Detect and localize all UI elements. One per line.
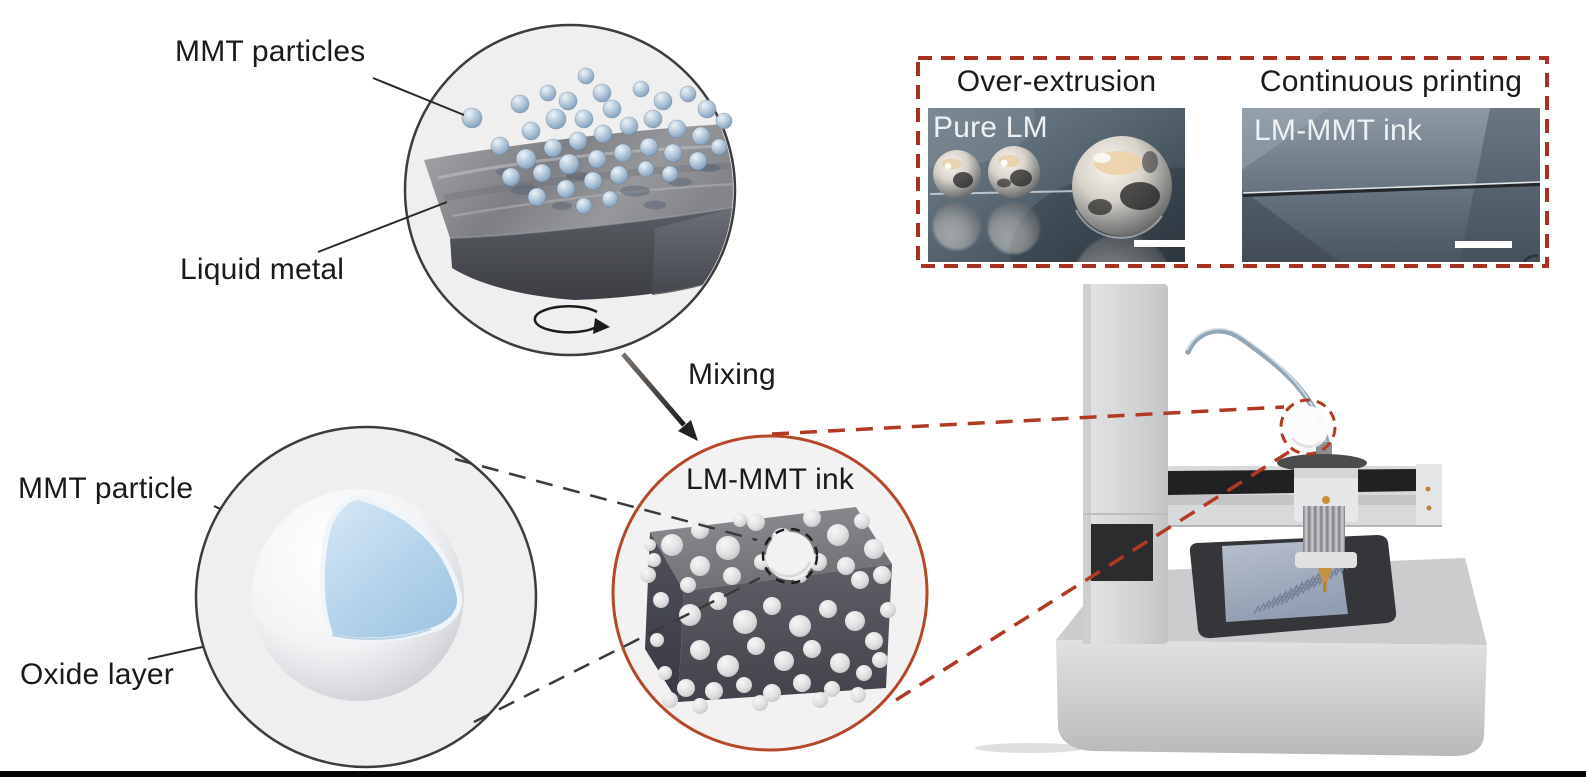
printer-column bbox=[1083, 284, 1168, 644]
particles-leader-line bbox=[372, 77, 465, 116]
mixing-arrow-icon bbox=[621, 352, 698, 441]
red-dashed-lines bbox=[771, 405, 1290, 702]
dispersed-mmt-blobs bbox=[640, 509, 896, 714]
ink-circle bbox=[611, 434, 929, 752]
ink-block bbox=[640, 507, 896, 714]
syringe bbox=[1303, 506, 1345, 556]
liquid-metal-label: Liquid metal bbox=[180, 253, 345, 286]
oxide-layer-label: Oxide layer bbox=[20, 658, 174, 691]
continuous-printing-title: Continuous printing bbox=[1259, 65, 1523, 98]
rotation-arrow-icon bbox=[533, 305, 610, 334]
ink-reservoir bbox=[1287, 406, 1329, 448]
lm-droplets bbox=[933, 136, 1172, 239]
printer-base bbox=[1056, 640, 1487, 757]
scale-bar-right bbox=[1455, 241, 1512, 248]
droplet-reflections bbox=[933, 202, 1040, 254]
scale-bar-left bbox=[1134, 240, 1185, 247]
extrusion-photo bbox=[928, 108, 1185, 262]
comparison-box bbox=[916, 56, 1549, 268]
metal-leader-line bbox=[317, 201, 448, 253]
particle-circle bbox=[194, 425, 538, 769]
lm-mmt-ink-tag: LM-MMT ink bbox=[1254, 114, 1423, 147]
dashed-connector-lines bbox=[454, 457, 761, 724]
ink-highlight-circle bbox=[761, 527, 819, 585]
mixing-circle bbox=[403, 23, 737, 357]
mmt-particles-label: MMT particles bbox=[175, 35, 366, 68]
mixing-label: Mixing bbox=[688, 358, 776, 391]
nozzle bbox=[1318, 568, 1332, 584]
ink-title: LM-MMT ink bbox=[685, 463, 855, 496]
printing-photo bbox=[1242, 108, 1540, 262]
bottom-rule bbox=[0, 771, 1586, 777]
mmt-particle-label: MMT particle bbox=[18, 472, 194, 505]
printed-filament bbox=[1242, 182, 1540, 197]
printer bbox=[975, 284, 1487, 757]
mmt-spheres bbox=[461, 67, 733, 215]
reservoir-highlight-circle bbox=[1279, 398, 1337, 456]
over-extrusion-title: Over-extrusion bbox=[956, 65, 1157, 98]
pure-lm-tag: Pure LM bbox=[933, 111, 1048, 144]
column-panel bbox=[1091, 524, 1153, 581]
